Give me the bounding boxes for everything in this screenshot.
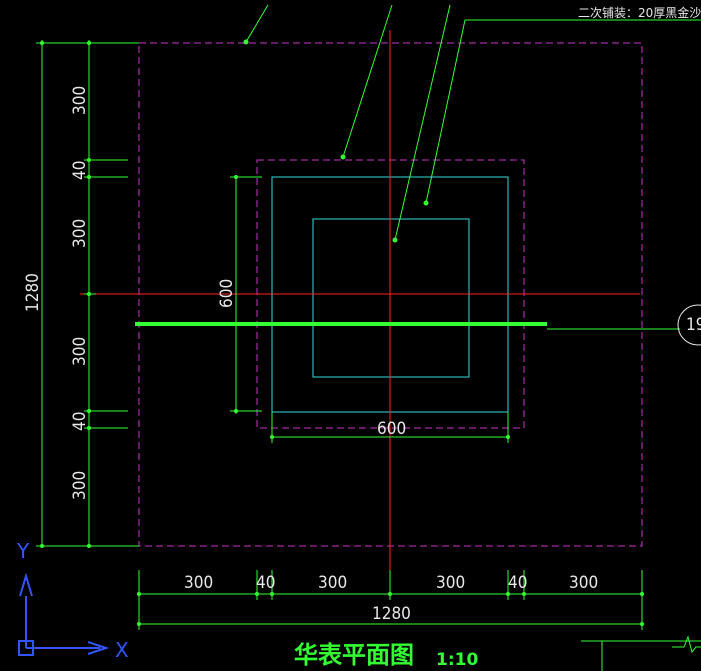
left-dim-1: 300 — [70, 86, 90, 115]
section-callout-number: 19 — [686, 315, 701, 335]
left-dim-total: 1280 — [23, 273, 43, 312]
drawing-title: 华表平面图 — [294, 641, 414, 669]
column-square — [312, 218, 470, 378]
section-callout-circle — [677, 304, 701, 346]
material-note: 二次铺装：20厚黑金沙花岗岩 — [578, 5, 701, 20]
bottom-dim-total: 1280 — [372, 604, 411, 624]
bottom-dim-3: 300 — [318, 573, 347, 593]
title-block-corner — [581, 635, 701, 671]
bottom-dim-4: 300 — [436, 573, 465, 593]
left-dim-6: 300 — [70, 471, 90, 500]
ucs-axis-icon — [18, 572, 110, 656]
left-dim-5: 40 — [70, 412, 90, 431]
bottom-dim-1: 300 — [184, 573, 213, 593]
left-dimension-ticks — [40, 41, 238, 548]
bottom-dimension-ticks — [137, 592, 644, 626]
left-dim-4: 300 — [70, 337, 90, 366]
inner-horizontal-dim: 600 — [377, 419, 406, 439]
left-dim-3: 300 — [70, 219, 90, 248]
ucs-x-label: X — [115, 638, 129, 662]
left-dim-2: 40 — [70, 161, 90, 180]
ucs-y-label: Y — [16, 539, 30, 563]
bottom-dim-5: 40 — [508, 573, 527, 593]
bottom-dim-6: 300 — [569, 573, 598, 593]
inner-vertical-dim: 600 — [217, 279, 237, 308]
leader-lines — [243, 4, 701, 243]
bottom-dim-2: 40 — [256, 573, 275, 593]
drawing-scale: 1:10 — [436, 650, 478, 670]
